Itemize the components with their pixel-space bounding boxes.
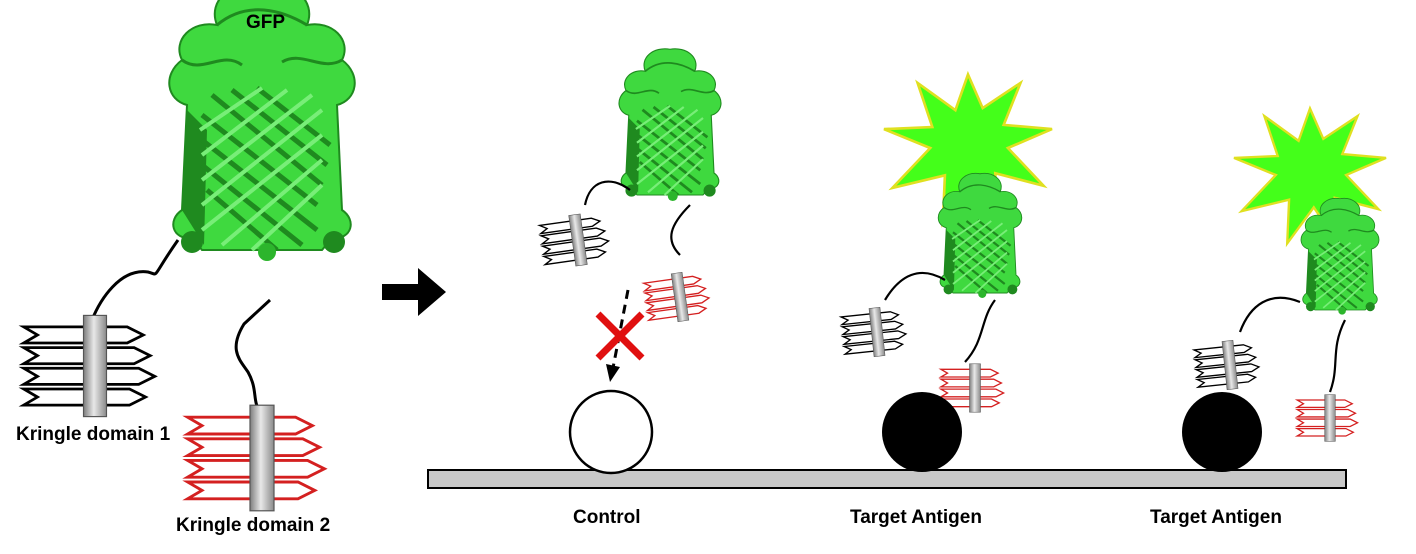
linker-target1-1 xyxy=(884,271,946,301)
kringle-domain-1-structure xyxy=(23,314,156,418)
target-antigen-label-1: Target Antigen xyxy=(850,507,982,528)
linker-target2-1 xyxy=(1238,296,1301,333)
gfp-structure-target-2 xyxy=(1300,197,1380,316)
right-arrow-icon xyxy=(382,268,446,316)
linker-2 xyxy=(234,298,272,413)
linker-control-2 xyxy=(670,204,691,256)
antigen-bead-1 xyxy=(882,392,962,472)
kringle-target2-black xyxy=(1193,337,1262,393)
control-label: Control xyxy=(573,507,641,528)
kringle-target2-red xyxy=(1296,394,1358,442)
approach-arrow xyxy=(611,289,630,369)
linker-1 xyxy=(90,239,180,321)
approach-arrowhead xyxy=(606,364,620,382)
gfp-structure-control xyxy=(617,47,723,203)
target-antigen-label-2: Target Antigen xyxy=(1150,507,1282,528)
linker-target2-2 xyxy=(1328,319,1346,393)
kringle-target1-black xyxy=(840,304,909,360)
control-bead xyxy=(568,389,654,475)
kringle-domain-2-structure xyxy=(186,404,325,512)
linker-control-1 xyxy=(583,180,631,206)
kringle-control-black xyxy=(538,210,612,271)
linker-target1-2 xyxy=(964,299,996,363)
gfp-label: GFP xyxy=(246,12,286,33)
kringle-domain-1-label: Kringle domain 1 xyxy=(16,424,171,445)
no-binding-cross-icon xyxy=(595,311,645,361)
antigen-bead-2 xyxy=(1182,392,1262,472)
surface-bar xyxy=(427,469,1347,489)
gfp-structure-large xyxy=(169,0,354,261)
gfp-structure-target-1 xyxy=(937,172,1023,300)
kringle-domain-2-label: Kringle domain 2 xyxy=(176,515,331,536)
kringle-control-red xyxy=(642,268,712,326)
